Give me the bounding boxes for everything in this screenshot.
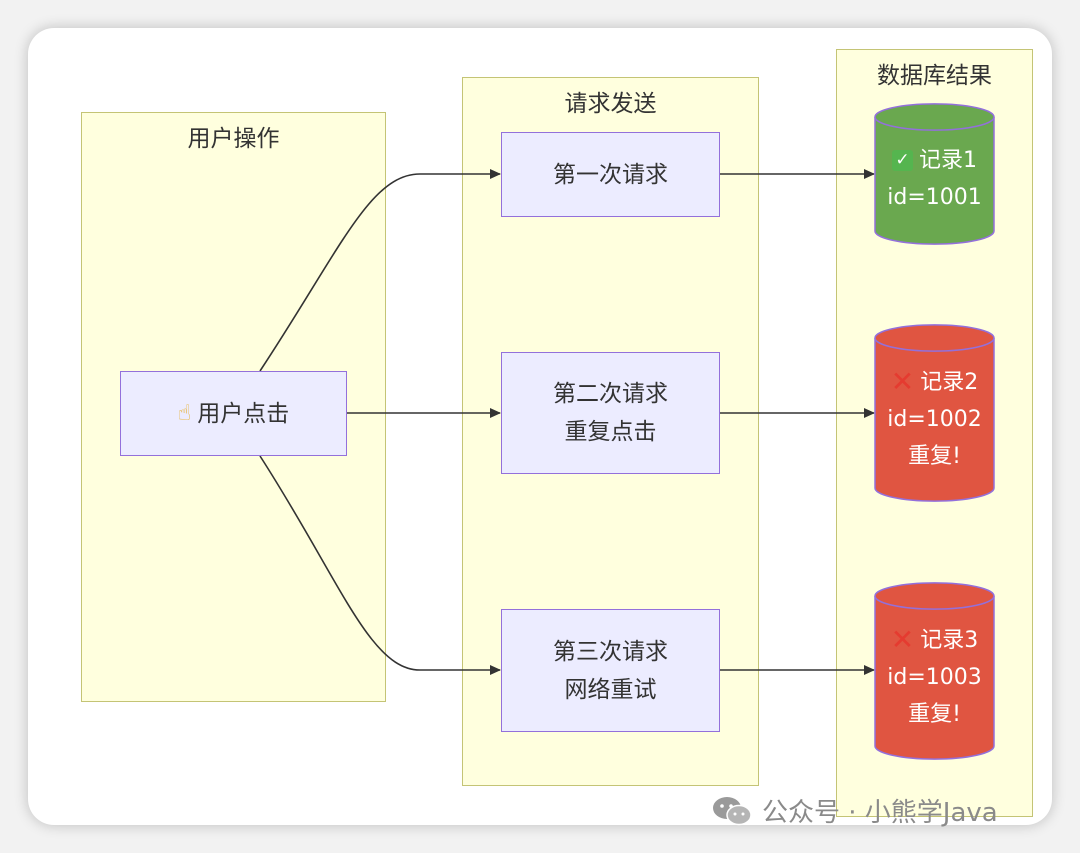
node-request-1: 第一次请求 [501, 132, 720, 217]
edge-click-to-req3 [259, 455, 501, 675]
wechat-icon [713, 796, 752, 825]
node-sublabel: 网络重试 [564, 676, 657, 703]
cluster-title: 数据库结果 [877, 63, 992, 89]
cylinder-shape [874, 582, 995, 760]
record-label: 记录3 [920, 627, 979, 653]
record-label: 记录1 [919, 148, 977, 173]
cluster-title: 用户操作 [187, 126, 280, 152]
node-label: 第三次请求 [553, 638, 668, 665]
node-label: 用户点击 [197, 400, 290, 427]
pointing-hand-icon: ☝ [177, 400, 192, 426]
record-note: 重复! [908, 701, 961, 727]
node-user-click: ☝ 用户点击 [120, 371, 347, 456]
cylinder-shape [874, 103, 995, 245]
node-label: 第二次请求 [553, 381, 668, 407]
record-note: 重复! [908, 443, 961, 469]
watermark-text: 公众号 · 小熊学Java [762, 798, 998, 828]
node-request-3: 第三次请求 网络重试 [501, 609, 720, 732]
record-id: id=1002 [887, 406, 982, 432]
db-record-3: ✕ 记录3 id=1003 重复! [874, 582, 995, 760]
cross-mark-icon: ✕ [890, 365, 915, 398]
db-record-2: ✕ 记录2 id=1002 重复! [874, 324, 995, 502]
cluster-title: 请求发送 [564, 91, 657, 117]
edge-click-to-req1 [259, 169, 501, 372]
cylinder-shape [874, 324, 995, 502]
record-id: id=1001 [887, 185, 982, 210]
watermark: 公众号 · 小熊学Java [712, 792, 998, 829]
node-sublabel: 重复点击 [564, 419, 657, 445]
record-id: id=1003 [887, 664, 982, 690]
db-record-1: ✓ 记录1 id=1001 [874, 103, 995, 245]
check-mark-icon: ✓ [892, 150, 913, 171]
node-label: 第一次请求 [553, 161, 668, 188]
node-request-2: 第二次请求 重复点击 [501, 352, 720, 474]
record-label: 记录2 [920, 369, 979, 395]
cross-mark-icon: ✕ [890, 623, 915, 656]
